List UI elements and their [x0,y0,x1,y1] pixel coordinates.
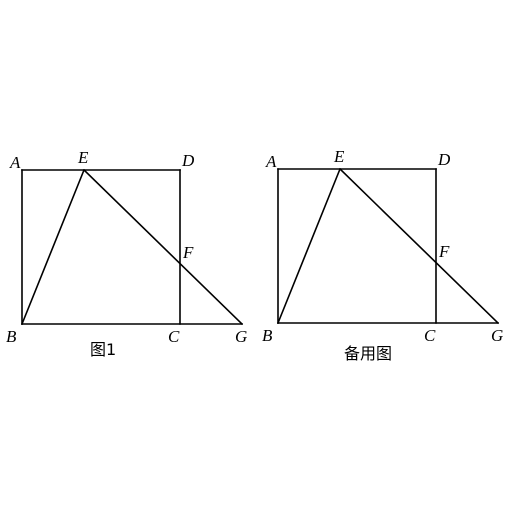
point-label-g: G [235,327,247,346]
segment-eg [82,168,244,326]
figure-spare-caption: 备用图 [344,344,392,363]
point-label-c: C [424,326,436,345]
point-label-d: D [181,151,195,170]
figure-1: A E D F B C G 图1 [6,148,247,359]
figure-1-caption: 图1 [90,340,116,359]
point-label-a: A [265,152,277,171]
point-label-f: F [438,242,450,261]
point-label-a: A [9,153,21,172]
segment-be [20,168,86,326]
point-label-e: E [77,148,89,167]
point-label-b: B [262,326,273,345]
segment-be [276,167,342,325]
point-label-c: C [168,327,180,346]
point-label-g: G [491,326,503,345]
point-label-e: E [333,147,345,166]
figure-spare: A E D F B C G 备用图 [262,147,503,363]
segment-eg [338,167,500,325]
point-label-b: B [6,327,17,346]
point-label-d: D [437,150,451,169]
point-label-f: F [182,243,194,262]
